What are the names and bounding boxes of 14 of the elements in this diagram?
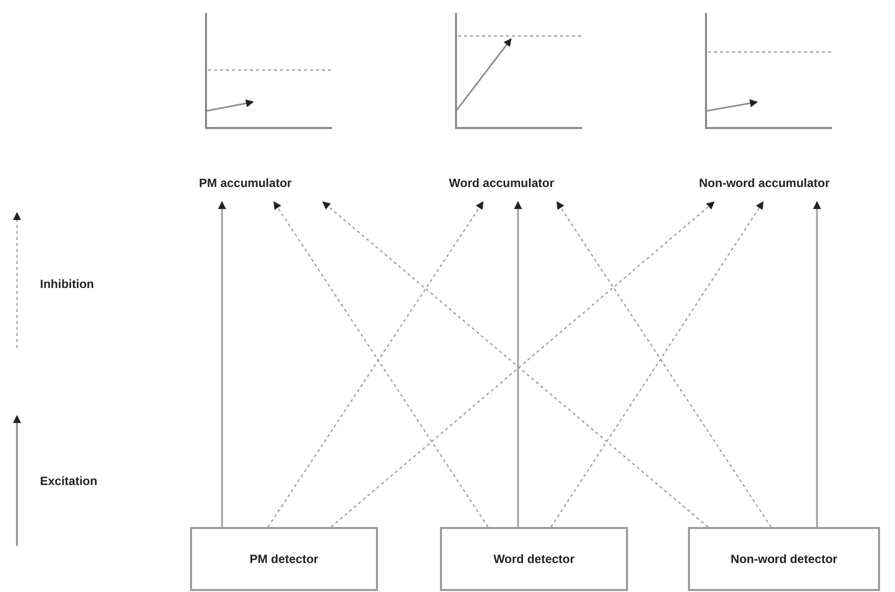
arrow [813,201,821,527]
detector-box [440,527,628,591]
detector-label: Word detector [493,551,575,568]
detector-box [688,527,880,591]
accumulator-label: Word accumulator [449,175,554,192]
detector-label: Non-word detector [730,551,838,568]
legend-label: Excitation [40,473,98,490]
accumulator-label: Non-word accumulator [699,175,830,192]
accumulator-label: PM accumulator [199,175,292,192]
arrow [514,201,522,527]
arrow [218,201,226,527]
legend-label: Inhibition [40,276,94,293]
detector-label: PM detector [250,551,318,568]
detector-box [190,527,378,591]
